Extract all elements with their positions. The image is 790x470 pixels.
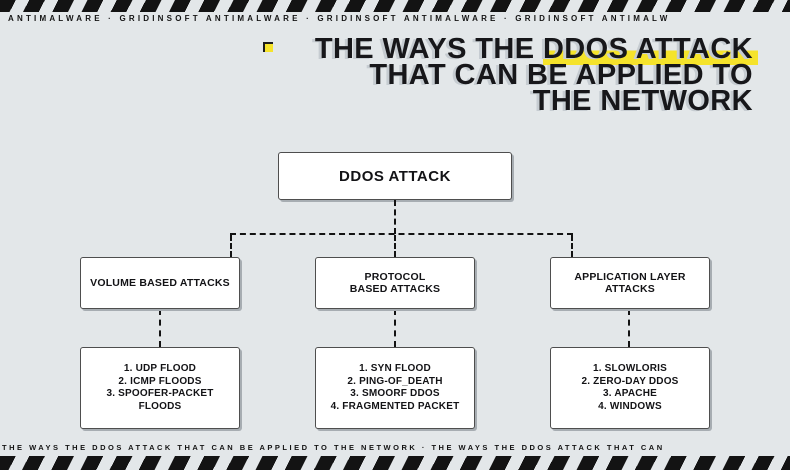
node-protocol-based-attacks: PROTOCOL BASED ATTACKS	[315, 257, 475, 309]
node-application-label: APPLICATION LAYER ATTACKS	[574, 270, 686, 296]
title-line-3: THE NETWORK	[532, 85, 753, 117]
list-protocol-items-text: 1. SYN FLOOD 2. PING-OF_DEATH 3. SMOORF …	[324, 363, 466, 413]
list-item: 2. ZERO-DAY DDOS	[581, 375, 679, 387]
connector-list-application	[628, 309, 630, 347]
footer-ticker: THE WAYS THE DDOS ATTACK THAT CAN BE APP…	[2, 443, 665, 452]
title-highlighted-text: DDOS ATTACK	[542, 33, 758, 65]
hazard-stripes-bottom	[0, 456, 790, 470]
node-volume-based-attacks: VOLUME BASED ATTACKS	[80, 257, 240, 309]
list-item: 4. WINDOWS	[598, 400, 662, 412]
connector-list-protocol	[394, 309, 396, 347]
list-item: 1. SYN FLOOD	[359, 363, 431, 374]
list-item: 3. SPOOFER-PACKET FLOODS	[106, 388, 214, 412]
header-ticker: ANTIMALWARE · GRIDINSOFT ANTIMALWARE · G…	[8, 14, 671, 23]
list-volume-based-items: 1. UDP FLOOD 2. ICMP FLOODS 3. SPOOFER-P…	[80, 347, 240, 429]
list-item: 3. SMOORF DDOS	[350, 388, 440, 399]
node-ddos-attack-label: DDOS ATTACK	[339, 167, 451, 185]
list-application-items-text: 1. SLOWLORIS 2. ZERO-DAY DDOS 3. APACHE …	[559, 363, 701, 413]
list-application-layer-items: 1. SLOWLORIS 2. ZERO-DAY DDOS 3. APACHE …	[550, 347, 710, 429]
title-line-1-prefix: THE WAYS THE	[314, 33, 543, 65]
node-protocol-label: PROTOCOL BASED ATTACKS	[349, 270, 441, 296]
list-volume-items-text: 1. UDP FLOOD 2. ICMP FLOODS 3. SPOOFER-P…	[89, 363, 231, 413]
hazard-stripes-top	[0, 0, 790, 12]
list-item: 3. APACHE	[602, 388, 658, 399]
connector-drop-application	[571, 235, 573, 257]
connector-drop-volume	[230, 235, 232, 257]
title-bullet-square-icon	[263, 42, 273, 52]
connector-list-volume	[159, 309, 161, 347]
title-line-1: THE WAYS THE DDOS ATTACK	[314, 33, 758, 65]
node-application-layer-attacks: APPLICATION LAYER ATTACKS	[550, 257, 710, 309]
page-title: THE WAYS THE DDOS ATTACK THAT CAN BE APP…	[314, 33, 758, 117]
list-item: 2. ICMP FLOODS	[118, 375, 202, 387]
connector-drop-protocol	[394, 235, 396, 257]
node-volume-label: VOLUME BASED ATTACKS	[90, 276, 230, 289]
connector-horizontal	[230, 233, 573, 235]
title-line-2: THAT CAN BE APPLIED TO	[369, 59, 753, 91]
list-item: 2. PING-OF_DEATH	[347, 375, 443, 387]
node-ddos-attack: DDOS ATTACK	[278, 152, 512, 200]
list-item: 1. SLOWLORIS	[592, 363, 668, 374]
list-item: 1. UDP FLOOD	[123, 363, 197, 374]
list-item: 4. FRAGMENTED PACKET	[330, 400, 460, 412]
connector-root-down	[394, 200, 396, 234]
list-protocol-based-items: 1. SYN FLOOD 2. PING-OF_DEATH 3. SMOORF …	[315, 347, 475, 429]
